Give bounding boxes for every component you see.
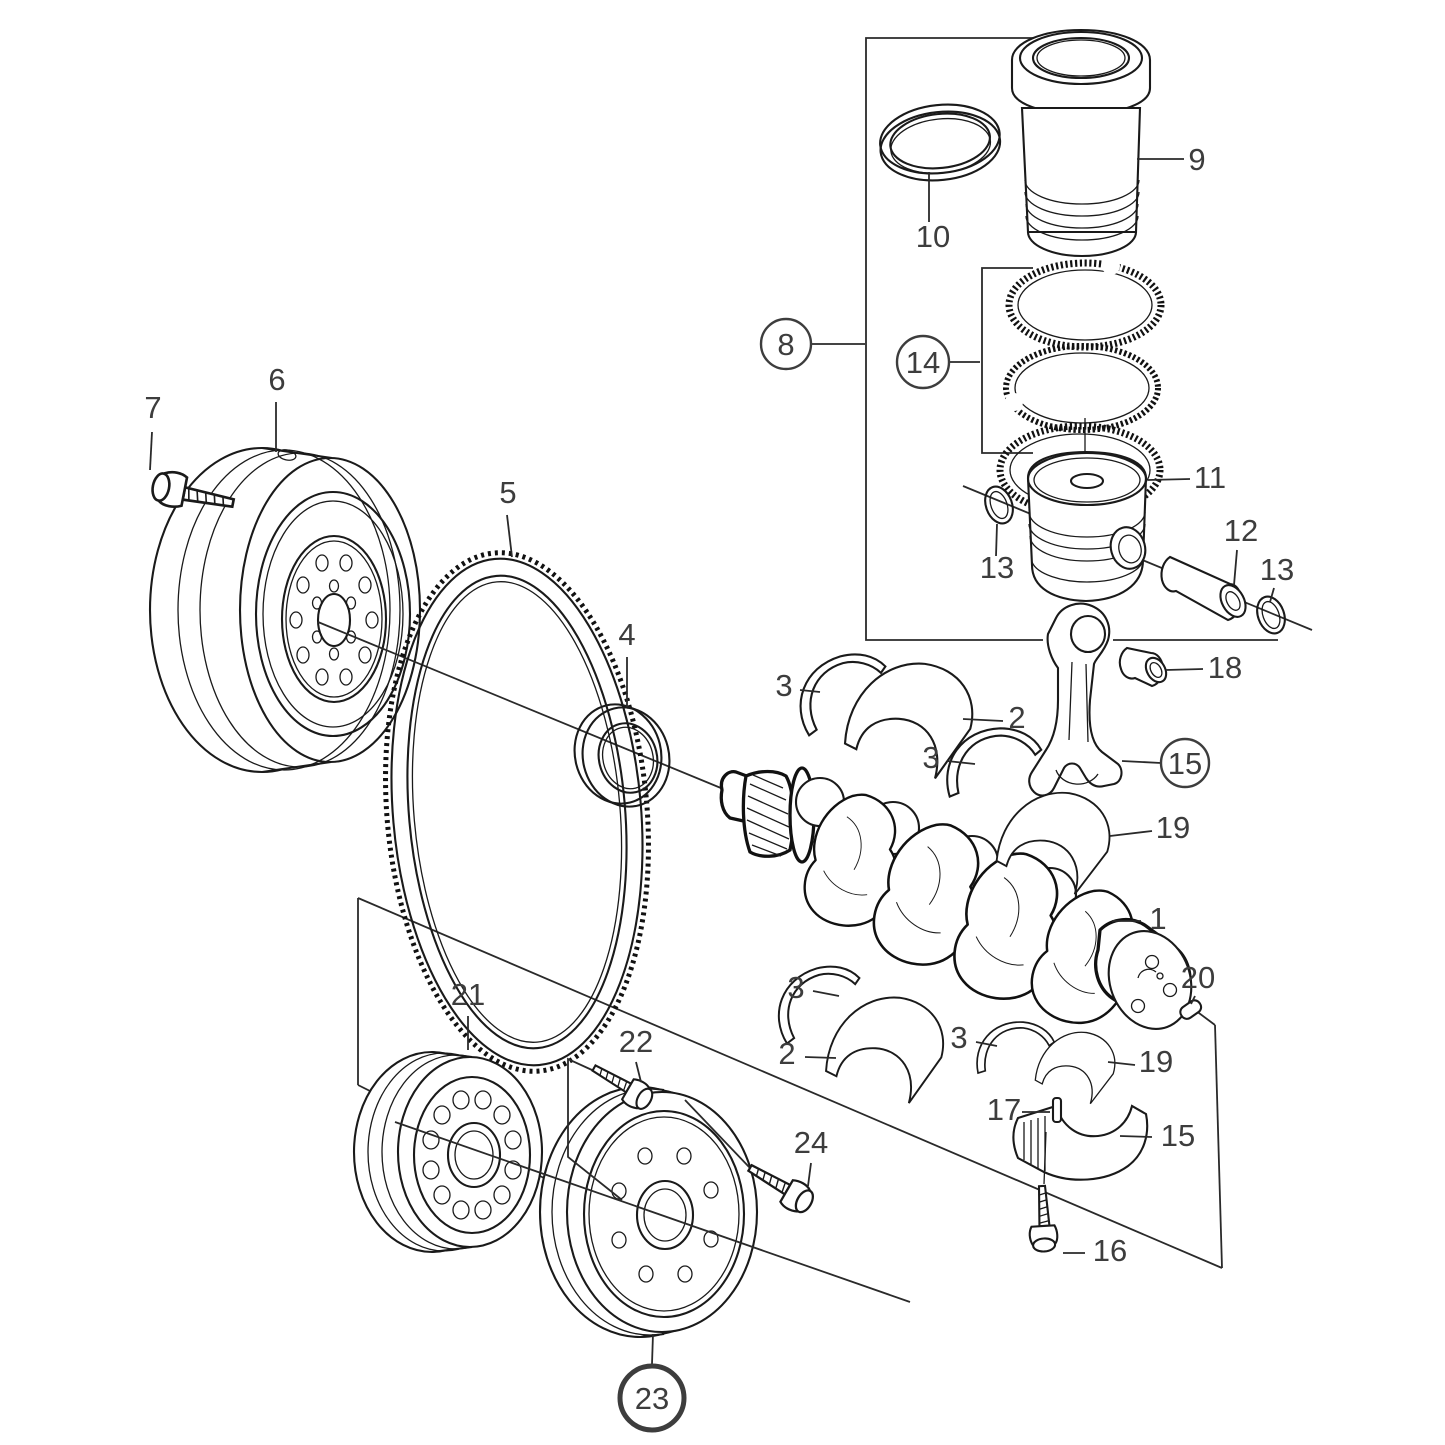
part-label-20[interactable]: 20 xyxy=(1181,960,1215,995)
cap-bolt-axis xyxy=(1043,1131,1047,1185)
part-label-24[interactable]: 24 xyxy=(794,1125,828,1160)
liner-sealing-ring xyxy=(879,103,1002,182)
svg-text:8: 8 xyxy=(777,327,794,362)
part-label-3d[interactable]: 3 xyxy=(950,1020,967,1055)
crankshaft-seal xyxy=(573,703,671,808)
piston xyxy=(1026,450,1148,603)
circlip-left xyxy=(984,485,1014,525)
flywheel-bolt-holes xyxy=(289,554,379,686)
part-label-4[interactable]: 4 xyxy=(618,617,635,652)
part-label-21[interactable]: 21 xyxy=(451,977,485,1012)
part-label-6[interactable]: 6 xyxy=(268,362,285,397)
part-label-2b[interactable]: 2 xyxy=(778,1036,795,1071)
part-label-19a[interactable]: 19 xyxy=(1156,810,1190,845)
part-label-22[interactable]: 22 xyxy=(619,1024,653,1059)
piston-ring-top xyxy=(1005,257,1165,351)
part-label-1[interactable]: 1 xyxy=(1149,901,1166,936)
part-label-19b[interactable]: 19 xyxy=(1139,1044,1173,1079)
svg-text:23: 23 xyxy=(635,1381,669,1416)
part-label-10[interactable]: 10 xyxy=(916,219,950,254)
crank-pulley xyxy=(352,1050,544,1254)
bolt22-locator-line xyxy=(567,1057,623,1201)
piston-pin xyxy=(1160,555,1247,622)
damper-bolt-holes xyxy=(611,1147,719,1283)
callout-23-highlighted[interactable]: 23 xyxy=(617,1363,687,1433)
svg-text:14: 14 xyxy=(906,345,940,380)
connecting-rod xyxy=(1028,602,1123,797)
part-label-3a[interactable]: 3 xyxy=(775,668,792,703)
main-bearing-shell-lower xyxy=(821,988,951,1108)
part-label-3c[interactable]: 3 xyxy=(787,970,804,1005)
pulley-pockets xyxy=(422,1090,522,1220)
part-label-17[interactable]: 17 xyxy=(987,1092,1021,1127)
part-labels: 7 6 5 4 10 9 11 12 13 13 18 2 3 3 19 1 2… xyxy=(144,142,1294,1268)
cap-dowel-pin xyxy=(1051,1096,1063,1124)
main-bearing-cap xyxy=(1012,1104,1149,1181)
part-label-18[interactable]: 18 xyxy=(1208,650,1242,685)
part-label-5[interactable]: 5 xyxy=(499,475,516,510)
part-label-9[interactable]: 9 xyxy=(1188,142,1205,177)
crankshaft xyxy=(719,766,1193,1038)
circlip-right xyxy=(1256,595,1286,635)
leader-lines xyxy=(149,158,1275,1365)
svg-text:15: 15 xyxy=(1168,746,1202,781)
flywheel xyxy=(148,446,422,774)
vibration-damper xyxy=(538,1085,759,1339)
callout-8[interactable]: 8 xyxy=(759,317,813,371)
part-label-13b[interactable]: 13 xyxy=(1260,552,1294,587)
crankshaft-flange xyxy=(1094,918,1193,1030)
part-label-12[interactable]: 12 xyxy=(1224,513,1258,548)
part-label-13a[interactable]: 13 xyxy=(980,550,1014,585)
part-label-11[interactable]: 11 xyxy=(1194,460,1226,495)
crank-dowel-pin xyxy=(1179,999,1203,1020)
pulley-axis-line xyxy=(394,1121,911,1303)
callout-14[interactable]: 14 xyxy=(895,334,951,390)
flywheel-axis-line xyxy=(317,621,751,801)
part-label-7[interactable]: 7 xyxy=(144,390,161,425)
piston-ring-middle xyxy=(1003,343,1161,433)
part-label-15b[interactable]: 15 xyxy=(1161,1118,1195,1153)
part-label-16[interactable]: 16 xyxy=(1093,1233,1127,1268)
part-label-2a[interactable]: 2 xyxy=(1008,700,1025,735)
rod-bushing xyxy=(1118,646,1168,688)
cylinder-liner xyxy=(1010,28,1152,258)
part-label-3b[interactable]: 3 xyxy=(922,740,939,775)
callout-15[interactable]: 15 xyxy=(1159,737,1211,789)
bolt24-locator-line xyxy=(684,1099,751,1169)
